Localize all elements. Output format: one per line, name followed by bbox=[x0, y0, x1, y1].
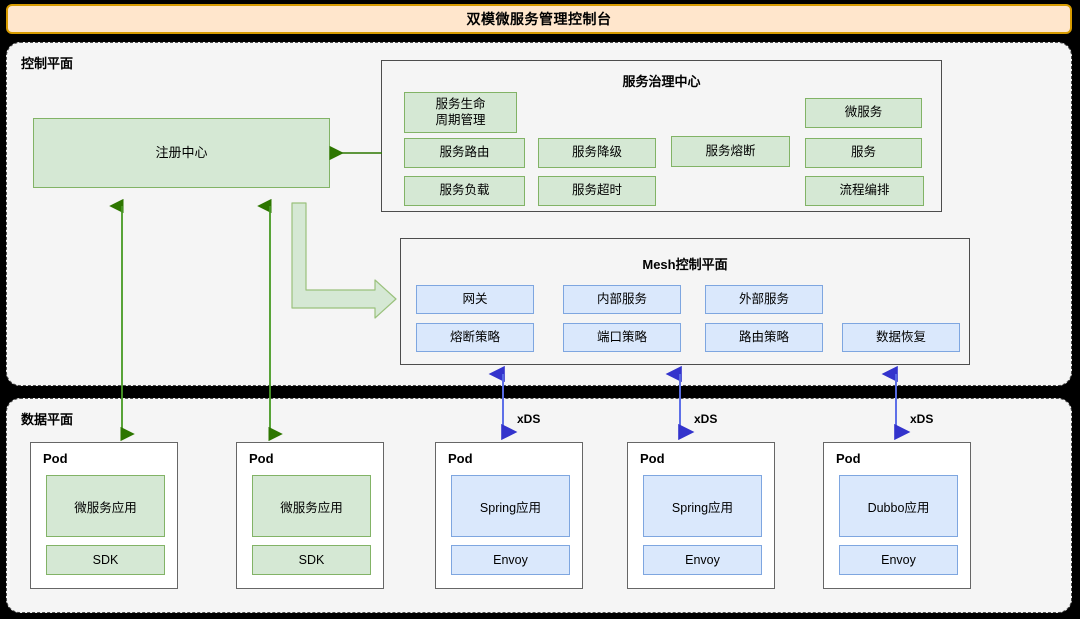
mesh-item-circuit-breaking-policy[interactable]: 熔断策略 bbox=[416, 323, 534, 352]
control-plane-label: 控制平面 bbox=[21, 56, 74, 71]
governance-item-service[interactable]: 服务 bbox=[805, 138, 922, 168]
governance-item-label: 服务 bbox=[850, 145, 876, 160]
pod-4[interactable]: Pod Spring应用 Envoy bbox=[627, 442, 775, 589]
app-title-bar: 双模微服务管理控制台 bbox=[6, 4, 1072, 34]
page-title: 双模微服务管理控制台 bbox=[466, 11, 612, 27]
mesh-control-plane-title: Mesh控制平面 bbox=[642, 257, 728, 272]
governance-item-service-lifecycle[interactable]: 服务生命 周期管理 bbox=[404, 92, 517, 133]
data-plane-label: 数据平面 bbox=[21, 412, 74, 427]
governance-item-label: 服务降级 bbox=[571, 145, 622, 160]
pod-name-label: Pod bbox=[836, 451, 861, 466]
pod-name-label: Pod bbox=[640, 451, 665, 466]
pod-sidecar-box[interactable]: Envoy bbox=[451, 545, 570, 575]
mesh-item-label: 外部服务 bbox=[738, 291, 789, 306]
mesh-item-label: 数据恢复 bbox=[875, 329, 926, 344]
governance-item-label: 服务熔断 bbox=[705, 143, 756, 158]
pod-app-box[interactable]: Spring应用 bbox=[451, 475, 570, 537]
pod-sidecar-label: Envoy bbox=[493, 553, 528, 567]
pod-app-label: 微服务应用 bbox=[280, 500, 343, 515]
pod-app-box[interactable]: Spring应用 bbox=[643, 475, 762, 537]
pod-app-label: Spring应用 bbox=[671, 500, 734, 515]
mesh-item-internal-service[interactable]: 内部服务 bbox=[563, 285, 681, 314]
mesh-item-label: 网关 bbox=[462, 291, 488, 306]
mesh-item-routing-policy[interactable]: 路由策略 bbox=[705, 323, 823, 352]
governance-item-label: 服务路由 bbox=[439, 145, 490, 160]
pod-1[interactable]: Pod 微服务应用 SDK bbox=[30, 442, 178, 589]
governance-item-label: 服务负载 bbox=[439, 183, 490, 198]
pod-sidecar-label: SDK bbox=[298, 553, 325, 567]
pod-sidecar-box[interactable]: SDK bbox=[252, 545, 371, 575]
governance-item-label: 服务超时 bbox=[571, 183, 622, 198]
pod-sidecar-label: Envoy bbox=[685, 553, 720, 567]
governance-item-microservice[interactable]: 微服务 bbox=[805, 98, 922, 128]
mesh-item-label: 端口策略 bbox=[596, 329, 647, 344]
pod-2[interactable]: Pod 微服务应用 SDK bbox=[236, 442, 384, 589]
pod-app-box[interactable]: 微服务应用 bbox=[252, 475, 371, 537]
governance-item-service-circuit-breaking[interactable]: 服务熔断 bbox=[671, 136, 790, 167]
xds-label-2: xDS bbox=[694, 412, 718, 426]
pod-app-box[interactable]: Dubbo应用 bbox=[839, 475, 958, 537]
registry-center-box[interactable]: 注册中心 bbox=[33, 118, 330, 188]
pod-sidecar-label: Envoy bbox=[881, 553, 916, 567]
governance-item-process-orchestration[interactable]: 流程编排 bbox=[805, 176, 924, 206]
pod-3[interactable]: Pod Spring应用 Envoy bbox=[435, 442, 583, 589]
pod-sidecar-box[interactable]: Envoy bbox=[839, 545, 958, 575]
xds-label-1: xDS bbox=[517, 412, 541, 426]
pod-app-box[interactable]: 微服务应用 bbox=[46, 475, 165, 537]
mesh-item-external-service[interactable]: 外部服务 bbox=[705, 285, 823, 314]
pod-sidecar-box[interactable]: SDK bbox=[46, 545, 165, 575]
pod-name-label: Pod bbox=[43, 451, 68, 466]
mesh-item-label: 熔断策略 bbox=[449, 329, 500, 344]
mesh-item-port-policy[interactable]: 端口策略 bbox=[563, 323, 681, 352]
pod-sidecar-label: SDK bbox=[92, 553, 119, 567]
mesh-item-data-recovery[interactable]: 数据恢复 bbox=[842, 323, 960, 352]
governance-item-label: 服务生命 周期管理 bbox=[435, 96, 486, 127]
governance-item-service-timeout[interactable]: 服务超时 bbox=[538, 176, 656, 206]
pod-app-label: Spring应用 bbox=[479, 500, 542, 515]
xds-label-3: xDS bbox=[910, 412, 934, 426]
pod-5[interactable]: Pod Dubbo应用 Envoy bbox=[823, 442, 971, 589]
service-governance-title: 服务治理中心 bbox=[622, 74, 701, 89]
governance-item-label: 流程编排 bbox=[839, 183, 890, 198]
mesh-item-gateway[interactable]: 网关 bbox=[416, 285, 534, 314]
governance-item-label: 微服务 bbox=[844, 105, 883, 120]
pod-name-label: Pod bbox=[448, 451, 473, 466]
governance-item-service-routing[interactable]: 服务路由 bbox=[404, 138, 525, 168]
governance-item-service-load[interactable]: 服务负载 bbox=[404, 176, 525, 206]
registry-center-label: 注册中心 bbox=[155, 144, 208, 160]
mesh-item-label: 路由策略 bbox=[738, 329, 789, 344]
governance-item-service-degradation[interactable]: 服务降级 bbox=[538, 138, 656, 168]
pod-name-label: Pod bbox=[249, 451, 274, 466]
mesh-item-label: 内部服务 bbox=[596, 291, 647, 306]
pod-app-label: Dubbo应用 bbox=[867, 500, 930, 515]
pod-sidecar-box[interactable]: Envoy bbox=[643, 545, 762, 575]
pod-app-label: 微服务应用 bbox=[74, 500, 137, 515]
